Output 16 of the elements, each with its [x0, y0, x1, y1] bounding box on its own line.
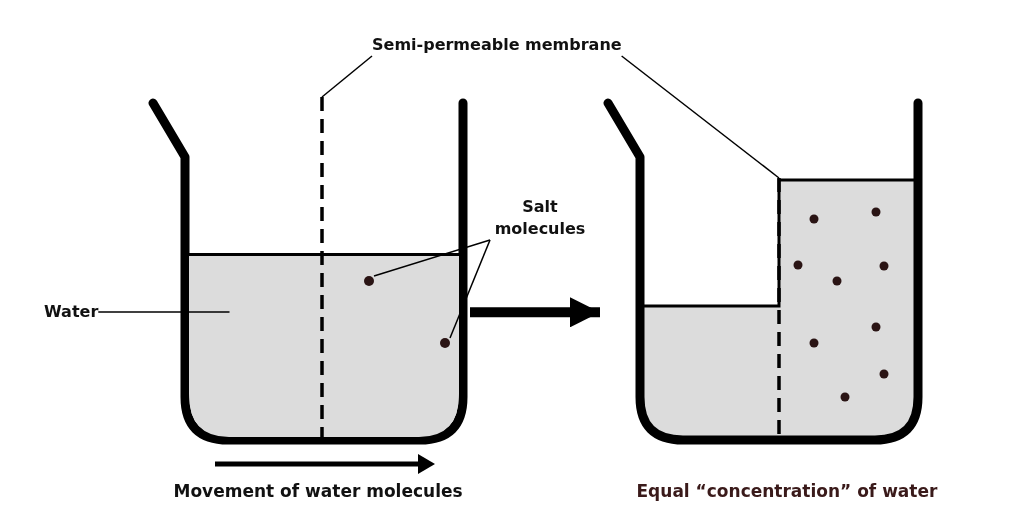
arrow	[470, 297, 600, 328]
water	[189, 253, 459, 437]
caption-text: Equal “concentration” of water	[636, 481, 938, 501]
salt-molecule	[440, 338, 450, 348]
leader-line	[620, 55, 780, 179]
callout-label: Semi-permeable membrane	[372, 34, 622, 56]
leader-line	[321, 55, 373, 98]
leader-line	[373, 239, 491, 277]
dashed-membrane	[776, 178, 782, 437]
leader-line	[97, 311, 231, 313]
dashed-membrane	[319, 97, 325, 437]
salt-molecule	[364, 276, 374, 286]
callout-label: Water	[44, 301, 99, 323]
caption-text: Movement of water molecules	[173, 481, 463, 501]
callout-label: Salt molecules	[490, 196, 590, 240]
leader-line	[449, 239, 491, 339]
